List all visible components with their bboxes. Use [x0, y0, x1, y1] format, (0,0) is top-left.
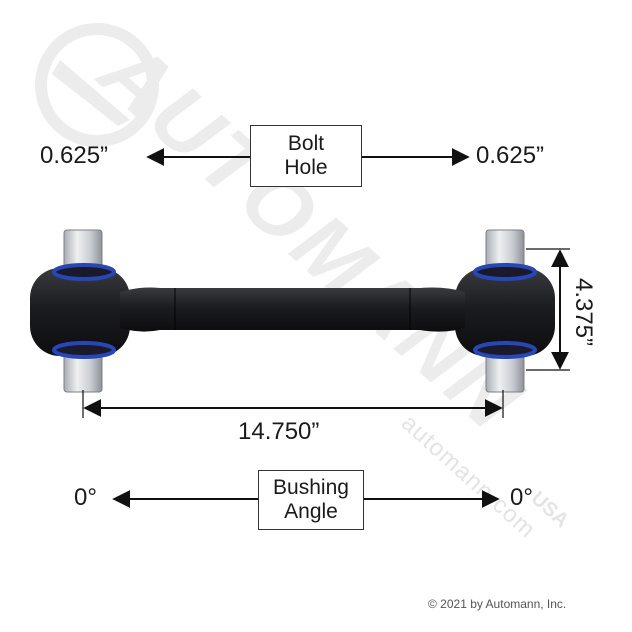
left-eye-housing: [30, 268, 130, 356]
bolt-hole-box-line-1: Bolt: [287, 132, 325, 155]
length-dimension-label: 14.750”: [238, 418, 320, 445]
bolt-hole-left-value: 0.625”: [40, 142, 109, 169]
bushing-angle-left-value: 0°: [74, 484, 97, 511]
bushing-angle-box-line-2: Angle: [284, 500, 338, 523]
height-dimension-label: 4.375”: [570, 278, 597, 346]
arm-tube: [120, 287, 465, 332]
watermark-brand: AUTOMANN: [81, 21, 542, 450]
right-bottom-bushing-ring: [473, 341, 537, 359]
bushing-angle-box: Bushing Angle: [258, 470, 364, 530]
right-top-bushing-ring: [473, 263, 537, 281]
left-top-bushing-ring: [52, 263, 116, 281]
bolt-hole-box-line-2: Hole: [284, 156, 328, 179]
watermark-swoosh-icon: [52, 60, 130, 126]
right-eye-housing: [455, 268, 555, 356]
bolt-hole-right-value: 0.625”: [476, 142, 545, 169]
bushing-angle-right-value: 0°: [510, 484, 533, 511]
watermark-ring-icon: [35, 23, 159, 147]
copyright-notice: © 2021 by Automann, Inc.: [428, 597, 567, 611]
bushing-angle-box-line-1: Bushing: [273, 476, 349, 499]
torque-arm: [30, 229, 555, 393]
left-bottom-bushing-ring: [52, 341, 116, 359]
bolt-hole-box: Bolt Hole: [250, 125, 362, 187]
